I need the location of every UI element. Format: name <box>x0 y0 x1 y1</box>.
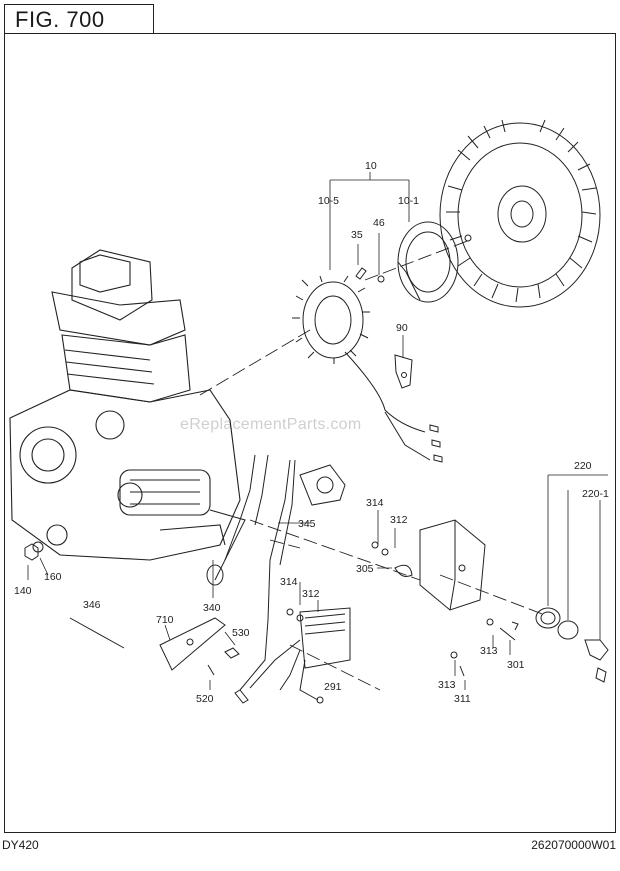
callout-346: 346 <box>83 599 101 611</box>
callout-313-right: 313 <box>480 645 498 657</box>
callout-10-1: 10-1 <box>398 195 419 207</box>
drawing-code: 262070000W01 <box>531 838 616 852</box>
model-label: DY420 <box>2 838 39 852</box>
callout-labels: 10 10-5 10-1 35 46 90 220 220-1 314 312 … <box>14 160 609 705</box>
callout-10-5: 10-5 <box>318 195 339 207</box>
callout-46: 46 <box>373 217 385 229</box>
flywheel-drawing <box>439 119 601 308</box>
engine-drawing <box>9 249 241 561</box>
diagram-frame <box>4 33 616 833</box>
callout-220: 220 <box>574 460 592 472</box>
callout-314-lower: 314 <box>280 576 298 588</box>
callout-520: 520 <box>196 693 214 705</box>
alignment-lines <box>199 239 546 691</box>
callout-313-left: 313 <box>438 679 456 691</box>
bracket-drawing <box>371 519 486 611</box>
wiring-drawing <box>206 454 351 704</box>
callout-312-lower: 312 <box>302 588 320 600</box>
callout-345: 345 <box>298 518 316 530</box>
callout-291: 291 <box>324 681 342 693</box>
figure-title: FIG. 700 <box>4 4 154 34</box>
callout-90: 90 <box>396 322 408 334</box>
key-switch-drawing <box>499 607 609 683</box>
callout-35: 35 <box>351 229 363 241</box>
stator-assembly-drawing <box>292 221 459 463</box>
callout-340: 340 <box>203 602 221 614</box>
callout-220-1: 220-1 <box>582 488 609 500</box>
callout-311: 311 <box>454 693 471 705</box>
callout-301: 301 <box>507 659 525 671</box>
callout-710: 710 <box>156 614 174 626</box>
callout-305: 305 <box>356 563 374 575</box>
callout-314-upper: 314 <box>366 497 384 509</box>
watermark: eReplacementParts.com <box>180 416 362 433</box>
callout-140: 140 <box>14 585 32 597</box>
callout-10: 10 <box>365 160 377 172</box>
leader-lines <box>27 172 608 690</box>
callout-312-upper: 312 <box>390 514 408 526</box>
callout-160: 160 <box>44 571 62 583</box>
small-parts-drawing <box>24 541 494 677</box>
callout-530: 530 <box>232 627 250 639</box>
